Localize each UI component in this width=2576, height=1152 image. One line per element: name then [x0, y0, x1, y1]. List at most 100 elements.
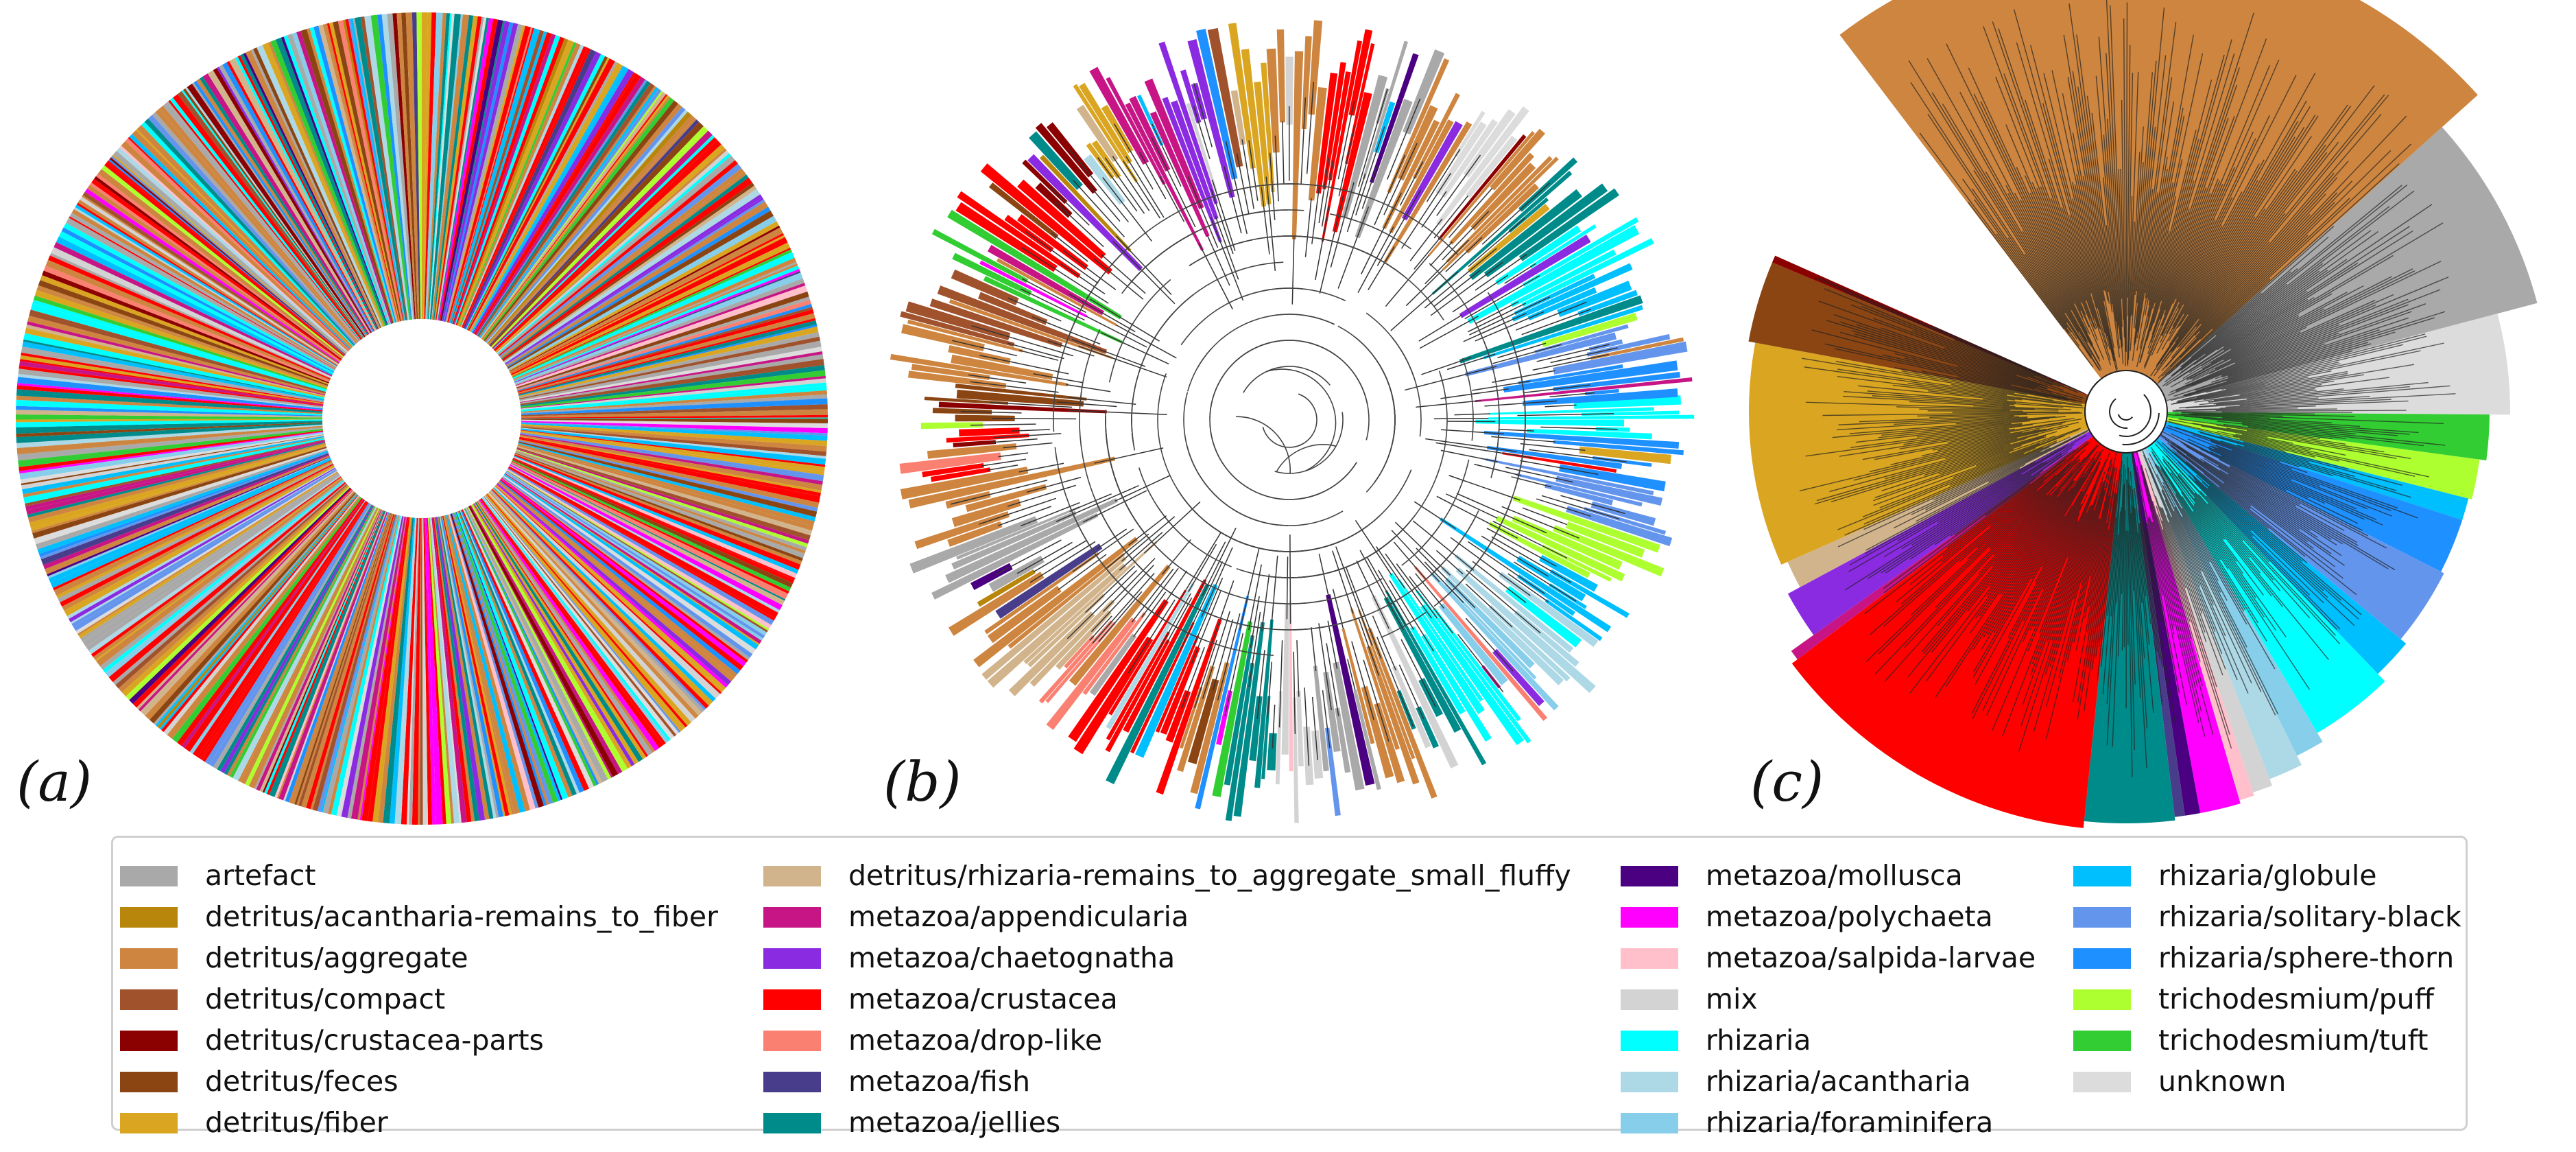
stripe-wedge: [19, 359, 324, 405]
stripe-wedge: [193, 80, 367, 337]
tree-branch: [1998, 28, 2112, 366]
tree-branch: [2219, 469, 2332, 540]
stripe-wedge: [488, 115, 695, 345]
stripe-wedge: [26, 440, 326, 515]
stripe-wedge: [42, 270, 329, 384]
stripe-wedge: [359, 517, 407, 821]
tree-branch: [2155, 496, 2207, 643]
cluster-wedge: [945, 497, 1118, 583]
stripe-wedge: [40, 453, 329, 565]
stripe-wedge: [49, 252, 331, 379]
tree-arc: [1153, 543, 1208, 585]
tree-branch: [1026, 476, 1082, 493]
stripe-wedge: [82, 195, 339, 364]
tree-branch: [2035, 492, 2084, 583]
stripe-wedge: [16, 421, 323, 434]
tree-branch: [1200, 547, 1233, 618]
tree-branch: [1985, 449, 2075, 517]
tree-branch: [2213, 448, 2357, 510]
cluster-wedge: [1539, 554, 1598, 592]
tree-branch: [1549, 392, 1595, 398]
tree-branch: [2173, 329, 2380, 397]
stripe-wedge: [25, 440, 325, 510]
tree-branch: [2246, 388, 2344, 400]
stripe-wedge: [168, 99, 361, 341]
tree-branch: [2211, 343, 2326, 384]
tree-branch: [2165, 226, 2410, 386]
legend-label: metazoa/appendicularia: [848, 900, 1189, 933]
tree-arc: [1209, 423, 1267, 497]
stripe-wedge: [444, 515, 520, 814]
cluster-wedge: [1296, 690, 1304, 766]
tree-branch: [2154, 464, 2219, 581]
stripe-wedge: [135, 128, 353, 349]
stripe-wedge: [348, 19, 405, 321]
stripe-wedge: [50, 458, 332, 589]
tree-branch: [1916, 464, 2026, 522]
stripe-wedge: [488, 491, 697, 719]
stripe-wedge: [322, 24, 398, 322]
tree-branch: [1993, 453, 2102, 633]
cluster-wedge: [983, 276, 1123, 344]
stripe-wedge: [19, 431, 324, 474]
stripe-wedge: [425, 517, 443, 825]
cluster-wedge: [948, 345, 1011, 365]
cluster-wedge: [911, 364, 990, 380]
cluster-wedge: [1254, 619, 1274, 788]
tree-branch: [2184, 333, 2426, 397]
stripe-wedge: [518, 320, 817, 396]
tree-branch: [1909, 476, 2045, 585]
tree-branch: [2208, 388, 2315, 403]
stripe-wedge: [507, 210, 774, 369]
cluster-wedge: [1291, 51, 1304, 239]
tree-branch: [1950, 469, 2044, 537]
tree-branch: [2179, 397, 2319, 409]
cluster-wedge: [1241, 49, 1267, 207]
legend-item: metazoa/drop-like: [763, 1020, 1552, 1061]
tree-branch: [2016, 167, 2082, 311]
stripe-wedge: [159, 494, 358, 730]
tree-branch: [1361, 192, 1402, 274]
stripe-wedge: [518, 326, 819, 398]
tree-branch: [2125, 2, 2128, 353]
cluster-wedge: [931, 513, 1099, 600]
stripe-wedge: [153, 493, 357, 725]
tree-branch: [1248, 140, 1259, 201]
tree-branch: [1879, 435, 2065, 508]
stripe-wedge: [492, 134, 715, 350]
tree-branch: [1942, 104, 2079, 333]
tree-arc: [1217, 342, 1270, 386]
tree-branch: [2217, 204, 2433, 351]
tree-branch: [1366, 556, 1407, 626]
tree-branch: [2127, 45, 2131, 298]
tree-arc: [1186, 349, 1212, 392]
tree-branch: [2143, 527, 2177, 729]
tree-branch: [1957, 376, 2068, 401]
tree-branch: [2095, 75, 2119, 326]
stripe-wedge: [183, 88, 364, 338]
tree-branch: [2221, 362, 2339, 390]
stripe-wedge: [226, 60, 375, 331]
stripe-wedge: [519, 436, 821, 497]
stripe-wedge: [490, 489, 706, 711]
tree-branch: [2069, 215, 2108, 348]
tree-branch: [2191, 268, 2298, 358]
cluster-wedge: [1187, 38, 1235, 198]
tree-branch: [1166, 597, 1193, 644]
tree-branch: [2154, 139, 2199, 304]
tree-branch: [2193, 478, 2253, 537]
cluster-wedge: [970, 563, 1013, 591]
stripe-wedge: [464, 508, 597, 787]
tree-branch: [1426, 148, 1461, 202]
tree-branch: [1925, 430, 2089, 510]
tree-branch: [1116, 235, 1172, 296]
stripe-wedge: [32, 446, 327, 539]
tree-branch: [1822, 412, 2080, 416]
tree-branch: [1097, 157, 1138, 212]
tree-branch: [2100, 454, 2123, 667]
tree-branch: [1448, 475, 1520, 501]
legend-label: metazoa/mollusca: [1706, 859, 1963, 892]
tree-branch: [1368, 246, 1395, 291]
stripe-wedge: [16, 395, 323, 414]
tree-branch: [2184, 416, 2410, 435]
